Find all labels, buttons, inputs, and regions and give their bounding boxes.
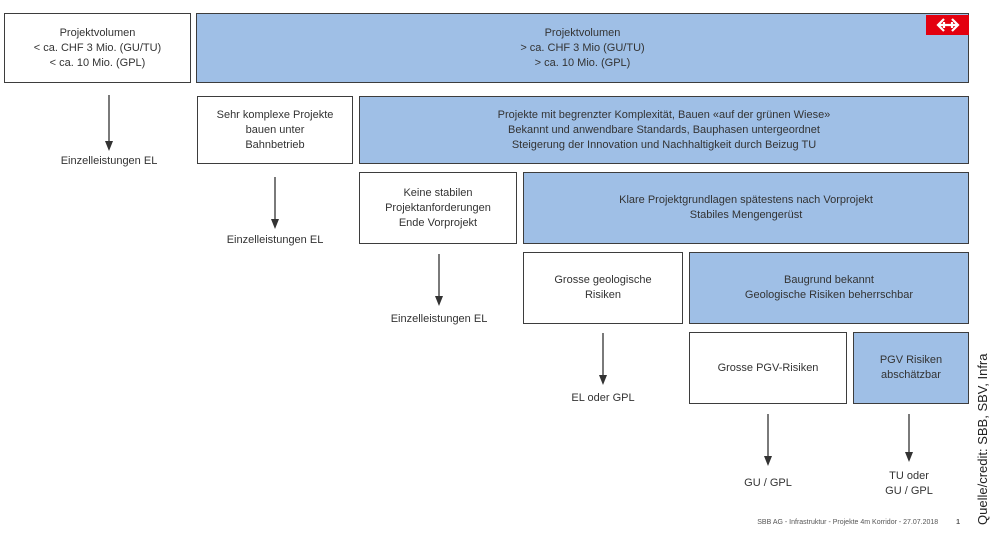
text-block: Projektvolumen > ca. CHF 3 Mio (GU/TU) > c… (520, 26, 644, 71)
text-line: Einzelleistungen EL (226, 234, 324, 246)
sbb-logo-icon (926, 15, 969, 35)
arrow-down-icon (435, 254, 443, 306)
text-line: TU oder (889, 470, 929, 482)
text-line: Grosse geologische (554, 274, 652, 286)
text-line: Projektvolumen (544, 26, 621, 39)
box-project-volume-large: Projektvolumen > ca. CHF 3 Mio (GU/TU) > c… (196, 13, 969, 83)
outcome-einzelleistungen-3: Einzelleistungen EL (364, 312, 514, 327)
text-line: EL oder GPL (571, 392, 635, 404)
outcome-einzelleistungen-1: Einzelleistungen EL (34, 154, 184, 169)
text-line: Klare Projektgrundlagen spätestens nach … (619, 194, 873, 206)
arrow-down-icon (905, 414, 913, 462)
text-block: TU oder GU / GPL (859, 469, 959, 499)
text-block: Einzelleistungen EL (34, 154, 184, 169)
text-line: Projekte mit begrenzter Komplexität, Bau… (497, 108, 831, 121)
text-line: Baugrund bekannt (784, 274, 874, 286)
text-line: bauen unter (245, 123, 305, 136)
box-pgv-risks-estimable: PGV Risiken abschätzbar (853, 332, 969, 404)
text-line: Sehr komplexe Projekte (216, 108, 334, 121)
text-line: Projektvolumen (59, 26, 136, 39)
box-limited-complexity: Projekte mit begrenzter Komplexität, Bau… (359, 96, 969, 164)
outcome-tu-oder-gu-gpl: TU oder GU / GPL (859, 469, 959, 499)
footer-text: SBB AG - Infrastruktur - Projekte 4m Kor… (757, 519, 939, 526)
text-block: Klare Projektgrundlagen spätestens nach … (619, 193, 873, 223)
text-line: Risiken (584, 289, 622, 301)
arrow-down-icon (764, 414, 772, 466)
text-line: GU / GPL (885, 485, 933, 497)
text-line: Keine stabilen (403, 186, 473, 199)
image-credit: Quelle/credit: SBB, SBV, Infra (975, 353, 990, 526)
box-project-volume-small: Projektvolumen < ca. CHF 3 Mio. (GU/TU) < … (4, 13, 191, 83)
text-line: Ende Vorprojekt (398, 216, 478, 229)
text-line: < ca. 10 Mio. (GPL) (49, 56, 146, 69)
box-clear-foundations: Klare Projektgrundlagen spätestens nach … (523, 172, 969, 244)
arrow-down-icon (271, 177, 279, 229)
outcome-el-oder-gpl: EL oder GPL (553, 391, 653, 406)
text-line: > ca. CHF 3 Mio (GU/TU) (520, 41, 645, 54)
outcome-einzelleistungen-2: Einzelleistungen EL (200, 233, 350, 248)
text-line: Projektanforderungen (385, 201, 491, 214)
text-block: Grosse PGV-Risiken (718, 361, 819, 376)
text-block: Projektvolumen < ca. CHF 3 Mio. (GU/TU) < … (34, 26, 161, 71)
text-line: Einzelleistungen EL (390, 313, 488, 325)
text-line: Einzelleistungen EL (60, 155, 158, 167)
text-line: PGV Risiken (879, 354, 943, 366)
text-block: Einzelleistungen EL (364, 312, 514, 327)
text-block: GU / GPL (718, 476, 818, 491)
text-line: GU / GPL (744, 477, 792, 489)
text-line: Stabiles Mengengerüst (689, 209, 803, 221)
box-large-pgv-risks: Grosse PGV-Risiken (689, 332, 847, 404)
text-line: abschätzbar (881, 369, 941, 381)
text-line: Bahnbetrieb (245, 138, 305, 151)
text-line: > ca. 10 Mio. (GPL) (534, 56, 631, 69)
text-line: < ca. CHF 3 Mio. (GU/TU) (33, 41, 162, 54)
outcome-gu-gpl: GU / GPL (718, 476, 818, 491)
text-line: Steigerung der Innovation und Nachhaltig… (511, 138, 817, 151)
text-line: Geologische Risiken beherrschbar (744, 289, 914, 301)
footer: SBB AG - Infrastruktur - Projekte 4m Kor… (700, 519, 960, 526)
page-number: 1 (956, 519, 960, 526)
arrow-down-icon (105, 95, 113, 151)
text-block: Einzelleistungen EL (200, 233, 350, 248)
text-block: PGV Risiken abschätzbar (880, 353, 942, 383)
text-line: Grosse PGV-Risiken (717, 361, 819, 374)
text-block: EL oder GPL (553, 391, 653, 406)
text-line: Bekannt und anwendbare Standards, Baupha… (508, 123, 820, 136)
arrow-down-icon (599, 333, 607, 385)
text-block: Projekte mit begrenzter Komplexität, Bau… (498, 108, 831, 153)
